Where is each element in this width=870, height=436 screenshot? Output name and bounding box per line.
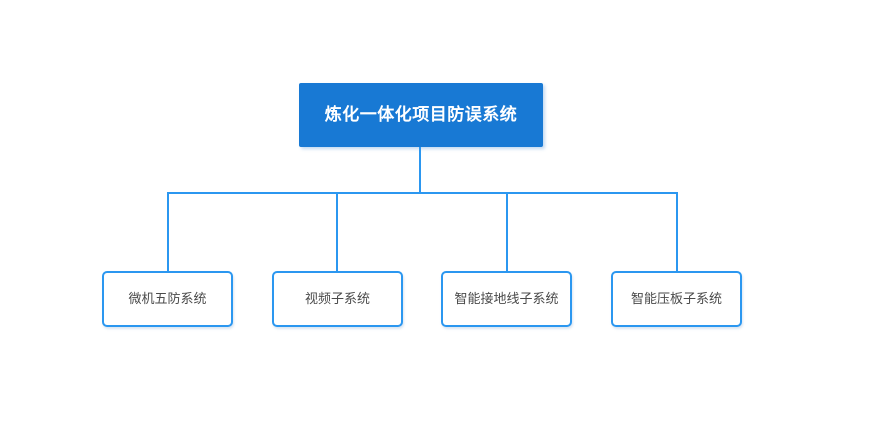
root-node-label: 炼化一体化项目防误系统 [324,104,518,124]
connector-drop-4 [676,192,678,271]
root-node: 炼化一体化项目防误系统 [299,83,543,147]
connector-drop-1 [167,192,169,271]
child-node-wjwf: 微机五防系统 [102,271,233,327]
child-node-video: 视频子系统 [272,271,403,327]
child-node-label: 视频子系统 [304,291,370,307]
child-node-label: 智能接地线子系统 [454,291,559,307]
connector-drop-3 [506,192,508,271]
child-node-grounding: 智能接地线子系统 [441,271,572,327]
child-node-pressplate: 智能压板子系统 [611,271,742,327]
connector-horizontal-rail [167,192,678,194]
child-node-label: 智能压板子系统 [630,291,722,307]
child-node-label: 微机五防系统 [128,291,207,307]
connector-root-stem [419,147,421,194]
connector-drop-2 [336,192,338,271]
